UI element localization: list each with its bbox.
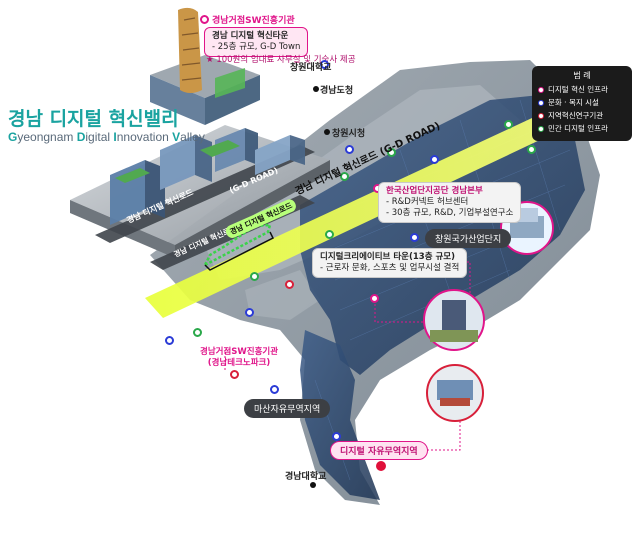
marker-private-5[interactable]	[193, 328, 202, 337]
buildings	[110, 7, 305, 225]
marker-culture-4[interactable]	[165, 336, 174, 345]
label-gyeongnam-office: 경남도청	[320, 86, 354, 96]
marker-culture-1[interactable]	[345, 145, 354, 154]
marker-private-4[interactable]	[527, 145, 536, 154]
label-sw-agency-top: 경남거점SW진흥기관	[212, 16, 295, 26]
marker-private-6[interactable]	[250, 272, 259, 281]
legend-item-research: 지역혁신연구기관	[538, 110, 626, 121]
legend-dot-icon	[538, 112, 544, 119]
marker-culture-5[interactable]	[245, 308, 254, 317]
legend-dot-icon	[538, 125, 544, 132]
marker-changwon-univ[interactable]	[320, 60, 329, 69]
marker-private-3[interactable]	[504, 120, 513, 129]
label-changwon-complex: 창원국가산업단지	[425, 229, 512, 248]
label-gyeongnam-univ: 경남대학교	[285, 472, 327, 482]
callout-digital-town: 경남 디지털 혁신타운 - 25층 규모, G-D Town	[204, 27, 309, 57]
legend-item-private: 민간 디지털 인프라	[538, 123, 626, 134]
marker-changwon-hall[interactable]	[324, 129, 330, 135]
legend-item-culture: 문화 · 복지 시설	[538, 97, 626, 108]
label-digital-free-zone: 디지털 자유무역지역	[330, 441, 428, 460]
callout-creative-town: 디지털크리에이티브 타운(13층 규모) - 근로자 문화, 스포츠 및 업무시…	[312, 248, 468, 278]
label-masan-zone: 마산자유무역지역	[244, 399, 331, 418]
marker-research-1[interactable]	[285, 280, 294, 289]
callout-kicox: 한국산업단지공단 경남본부 - R&D커넥트 허브센터 - 30층 규모, R&…	[378, 182, 522, 223]
page-subtitle: Gyeongnam Digital Innovation Valley	[8, 130, 205, 144]
map-legend: 범 례 디지털 혁신 인프라 문화 · 복지 시설 지역혁신연구기관 민간 디지…	[532, 66, 632, 141]
marker-private-7[interactable]	[325, 230, 334, 239]
marker-culture-6[interactable]	[270, 385, 279, 394]
page-title: 경남 디지털 혁신밸리	[8, 108, 179, 130]
marker-sw-agency-top[interactable]	[200, 15, 209, 24]
gd-road-band	[145, 105, 578, 318]
legend-title: 범 례	[573, 71, 591, 80]
label-changwon-univ: 창원대학교	[290, 63, 332, 73]
marker-culture-7[interactable]	[332, 432, 341, 441]
label-digital-town-note: ★ 100원의 임대료 사무실 및 기숙사 제공	[206, 55, 356, 65]
legend-dot-icon	[538, 99, 544, 106]
marker-gyeongnam-office[interactable]	[313, 86, 319, 92]
marker-private-1[interactable]	[340, 172, 349, 181]
legend-item-digital-infra: 디지털 혁신 인프라	[538, 84, 626, 95]
marker-culture-2[interactable]	[430, 155, 439, 164]
marker-gyeongnam-univ[interactable]	[310, 482, 316, 488]
legend-dot-icon	[538, 86, 544, 93]
marker-culture-3[interactable]	[410, 233, 419, 242]
label-changwon-hall: 창원시청	[332, 129, 366, 139]
marker-private-2[interactable]	[387, 148, 396, 157]
label-sw-park: 경남거점SW진흥기관 (경남테크노파크)	[200, 347, 279, 368]
marker-research-2[interactable]	[230, 370, 239, 379]
marker-digital-creative[interactable]	[370, 294, 379, 303]
